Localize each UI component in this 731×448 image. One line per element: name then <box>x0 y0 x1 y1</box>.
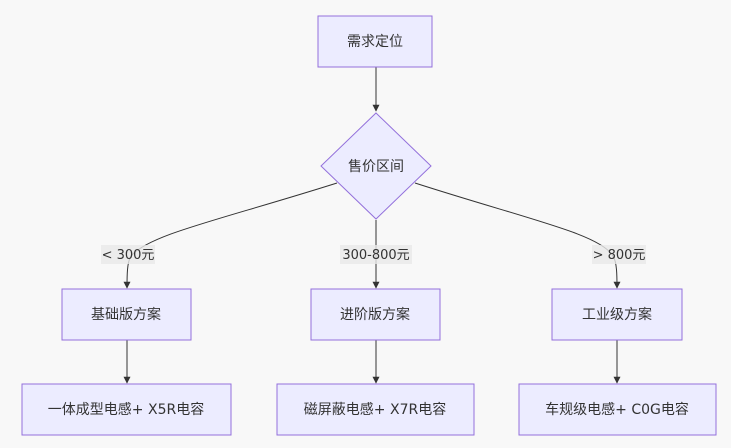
node-industrial-detail-label: 车规级电感+ C0G电容 <box>545 401 689 418</box>
edge-label-low: < 300元 <box>101 245 155 264</box>
node-advanced-label: 进阶版方案 <box>340 306 410 323</box>
edge-label-low-text: < 300元 <box>102 248 155 263</box>
node-start-label: 需求定位 <box>347 34 403 50</box>
node-basic-detail-label: 一体成型电感+ X5R电容 <box>48 401 204 418</box>
node-advanced-detail[interactable]: 磁屏蔽电感+ X7R电容 <box>276 383 475 436</box>
edge-decision-to-basic <box>123 182 338 289</box>
node-industrial[interactable]: 工业级方案 <box>551 288 683 341</box>
edge-label-mid: 300-800元 <box>340 245 412 264</box>
node-advanced-detail-label: 磁屏蔽电感+ X7R电容 <box>304 401 446 418</box>
node-basic-label: 基础版方案 <box>91 306 161 323</box>
node-decision[interactable]: 售价区间 <box>320 112 432 220</box>
node-basic-detail[interactable]: 一体成型电感+ X5R电容 <box>21 383 232 436</box>
node-decision-label: 售价区间 <box>348 159 404 175</box>
node-industrial-label: 工业级方案 <box>582 306 652 323</box>
edge-decision-to-industrial <box>414 182 621 289</box>
node-advanced[interactable]: 进阶版方案 <box>310 288 441 341</box>
node-industrial-detail[interactable]: 车规级电感+ C0G电容 <box>518 383 717 436</box>
edge-label-high-text: > 800元 <box>593 248 646 263</box>
edge-label-mid-text: 300-800元 <box>342 248 409 263</box>
edge-label-high: > 800元 <box>592 245 646 264</box>
node-start[interactable]: 需求定位 <box>317 15 433 68</box>
node-basic[interactable]: 基础版方案 <box>61 288 192 341</box>
